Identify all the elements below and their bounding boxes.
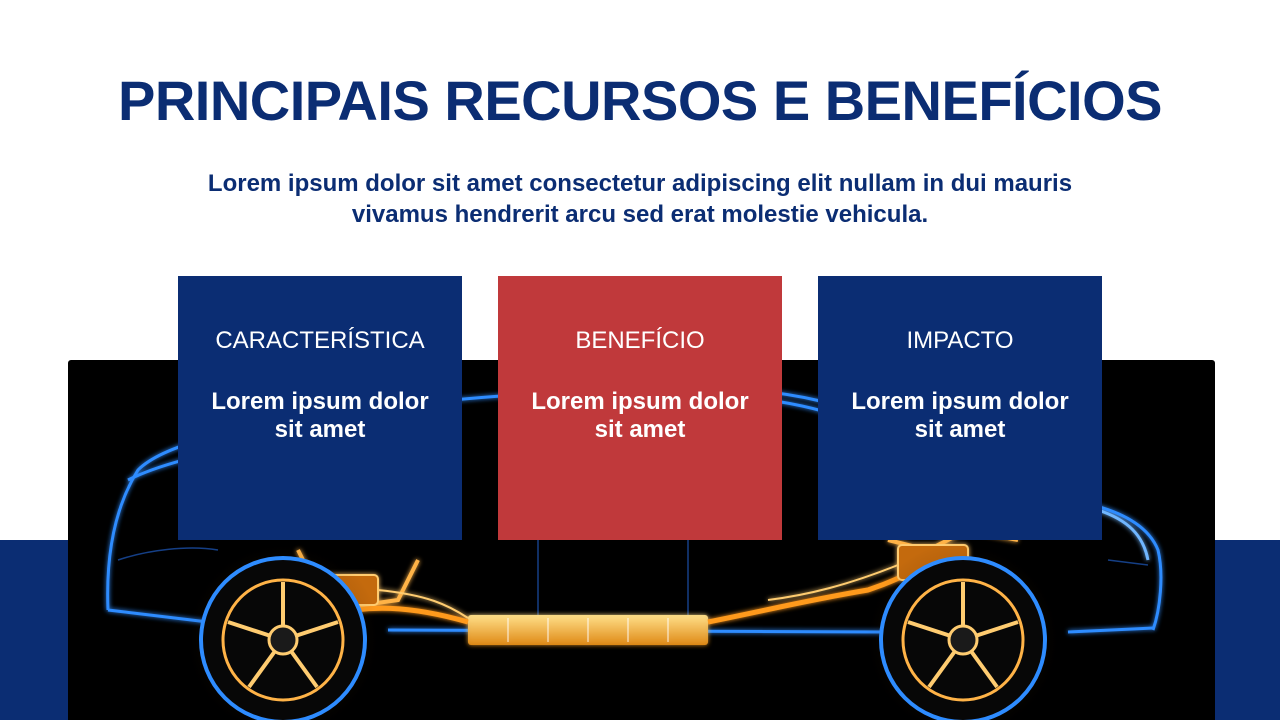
card-body: Lorem ipsum dolor sit amet <box>531 388 749 443</box>
front-wheel <box>865 542 1061 720</box>
card-impacto: IMPACTO Lorem ipsum dolor sit amet <box>818 276 1102 540</box>
page-title: PRINCIPAIS RECURSOS E BENEFÍCIOS <box>117 69 1163 132</box>
card-heading: IMPACTO <box>906 327 1014 354</box>
card-body: Lorem ipsum dolor sit amet <box>211 388 429 443</box>
card-heading: CARACTERÍSTICA <box>215 327 425 354</box>
card-beneficio: BENEFÍCIO Lorem ipsum dolor sit amet <box>498 276 782 540</box>
page-subtitle: Lorem ipsum dolor sit amet consectetur a… <box>207 170 1073 228</box>
card-heading: BENEFÍCIO <box>575 327 705 354</box>
card-body: Lorem ipsum dolor sit amet <box>851 388 1069 443</box>
rear-wheel <box>185 542 381 720</box>
card-caracteristica: CARACTERÍSTICA Lorem ipsum dolor sit ame… <box>178 276 462 540</box>
